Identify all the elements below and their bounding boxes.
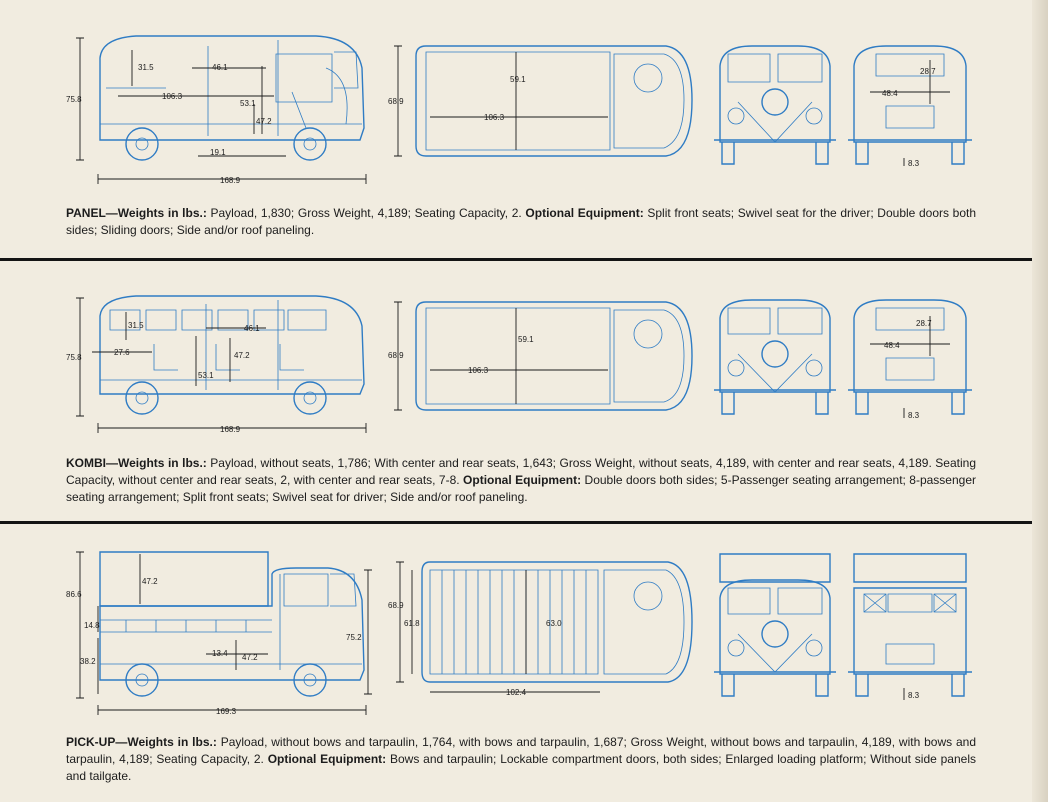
panel-ground-clearance-label: 19.1 — [210, 148, 226, 157]
panel-optional-label: Optional Equipment: — [525, 206, 644, 220]
kombi-interior-height-label: 31.5 — [128, 321, 144, 330]
kombi-rear-door-width-label: 28.7 — [916, 319, 932, 328]
pickup-caption: PICK-UP—Weights in lbs.: Payload, withou… — [66, 734, 976, 785]
kombi-door-width-label: 46.1 — [244, 324, 260, 333]
pickup-comp-length-label: 47.2 — [242, 653, 258, 662]
pickup-rear-clearance-label: 8.3 — [908, 691, 920, 700]
pickup-top-height-label: 68.9 — [388, 601, 404, 610]
panel-optional-equipment: Split front seats; Swivel seat for the d… — [66, 206, 976, 237]
kombi-rear-width-label: 48.4 — [884, 341, 900, 350]
pickup-overall-length-label: 169.3 — [216, 707, 237, 716]
pickup-specs: Payload, without bows and tarpaulin, 1,7… — [66, 735, 977, 766]
kombi-front-view — [712, 296, 838, 418]
kombi-interior-width-label: 59.1 — [518, 335, 534, 344]
kombi-optional-label: Optional Equipment: — [463, 473, 582, 487]
kombi-caption: KOMBI—Weights in lbs.: Payload, without … — [66, 455, 976, 506]
pickup-bed-length-top-label: 63.0 — [546, 619, 562, 628]
pickup-side-view: 86.6 47.2 14.8 38.2 13.4 47.2 75.2 169.3 — [66, 544, 382, 718]
kombi-top-height-label: 68.9 — [388, 351, 404, 360]
panel-model-name: PANEL — [66, 206, 106, 220]
kombi-top-length-label: 106.3 — [468, 366, 489, 375]
panel-front-view — [712, 42, 838, 168]
panel-rear-door-width-label: 28.7 — [920, 67, 936, 76]
section-divider — [0, 258, 1032, 261]
kombi-rear-clearance-label: 8.3 — [908, 411, 920, 420]
pickup-bed-height-label: 38.2 — [80, 657, 96, 666]
panel-height-label: 75.8 — [66, 95, 82, 104]
panel-weights-heading: —Weights in lbs.: — [105, 206, 207, 220]
pickup-tarp-height-label: 47.2 — [142, 577, 158, 586]
panel-top-view: 68.9 59.1 106.3 — [386, 40, 698, 164]
panel-cargo-length-label: 106.3 — [162, 92, 183, 101]
kombi-optional-equipment: Double doors both sides; 5-Passenger sea… — [66, 473, 976, 504]
kombi-height-label: 75.8 — [66, 353, 82, 362]
pickup-cab-height-label: 75.2 — [346, 633, 362, 642]
panel-top-length-label: 106.3 — [484, 113, 505, 122]
pickup-height-label: 86.6 — [66, 590, 82, 599]
panel-overall-length-label: 168.9 — [220, 176, 241, 185]
kombi-model-name: KOMBI — [66, 456, 106, 470]
panel-side-view: 75.8 31.5 46.1 106.3 53.1 47.2 19.1 168.… — [66, 28, 382, 188]
panel-interior-height-label: 31.5 — [138, 63, 154, 72]
pickup-top-view: 68.9 61.8 63.0 102.4 — [386, 556, 698, 700]
kombi-door-height-label: 53.1 — [198, 371, 214, 380]
pickup-optional-equipment: Bows and tarpaulin; Lockable compartment… — [66, 752, 976, 783]
pickup-front-view — [712, 548, 838, 700]
kombi-specs: Payload, without seats, 1,786; With cent… — [66, 456, 976, 487]
pickup-model-name: PICK-UP — [66, 735, 116, 749]
panel-floor-height-label: 47.2 — [256, 117, 272, 126]
panel-rear-clearance-label: 8.3 — [908, 159, 920, 168]
panel-rear-view: 28.7 48.4 8.3 — [846, 42, 976, 170]
pickup-optional-label: Optional Equipment: — [267, 752, 387, 766]
kombi-rear-view: 28.7 48.4 8.3 — [846, 296, 976, 422]
kombi-top-view: 68.9 59.1 106.3 — [386, 298, 698, 418]
kombi-floor-height-label: 47.2 — [234, 351, 250, 360]
panel-specs: Payload, 1,830; Gross Weight, 4,189; Sea… — [206, 206, 526, 220]
pickup-bed-width-label: 61.8 — [404, 619, 420, 628]
panel-door-width-label: 46.1 — [212, 63, 228, 72]
panel-top-height-label: 68.9 — [388, 97, 404, 106]
pickup-weights-heading: —Weights in lbs.: — [115, 735, 217, 749]
kombi-seat-gap-label: 27.6 — [114, 348, 130, 357]
pickup-side-height-label: 14.8 — [84, 621, 100, 630]
kombi-overall-length-label: 168.9 — [220, 425, 241, 434]
pickup-rear-view: 8.3 — [846, 548, 976, 704]
panel-caption: PANEL—Weights in lbs.: Payload, 1,830; G… — [66, 205, 976, 239]
section-divider — [0, 521, 1032, 524]
page-spine-shadow — [1032, 0, 1048, 802]
pickup-bed-length-label: 102.4 — [506, 688, 527, 697]
kombi-side-view: 75.8 31.5 27.6 46.1 53.1 47.2 168.9 — [66, 290, 382, 440]
kombi-weights-heading: —Weights in lbs.: — [106, 456, 207, 470]
pickup-comp-height-label: 13.4 — [212, 649, 228, 658]
panel-rear-width-label: 48.4 — [882, 89, 898, 98]
panel-door-height-label: 53.1 — [240, 99, 256, 108]
panel-interior-width-label: 59.1 — [510, 75, 526, 84]
